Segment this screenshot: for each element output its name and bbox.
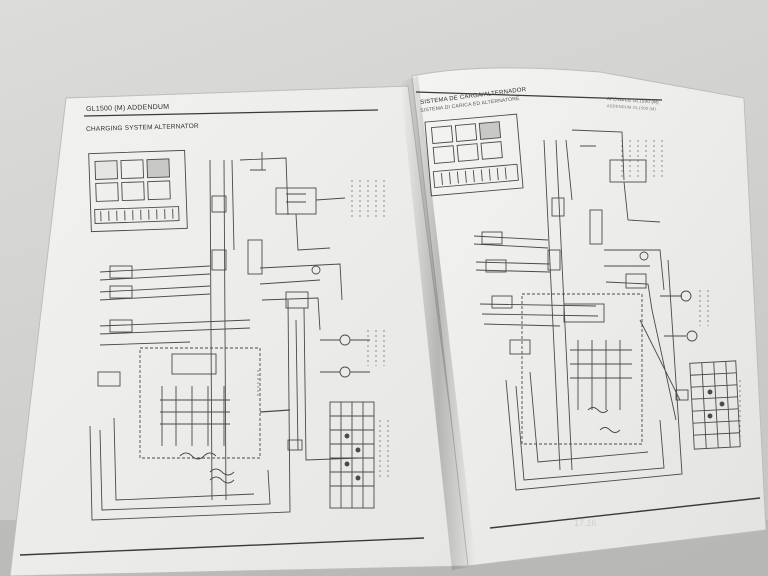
fuse-box-diagram-right <box>424 113 524 197</box>
left-page <box>9 85 471 576</box>
right-wiring-diagram <box>473 129 741 491</box>
faded-page-number: 17.16 <box>574 518 597 528</box>
fuse-box-diagram <box>88 149 188 233</box>
book-gutter <box>400 76 476 570</box>
right-page: 17.16 <box>411 67 767 567</box>
left-wiring-diagram <box>89 152 389 521</box>
